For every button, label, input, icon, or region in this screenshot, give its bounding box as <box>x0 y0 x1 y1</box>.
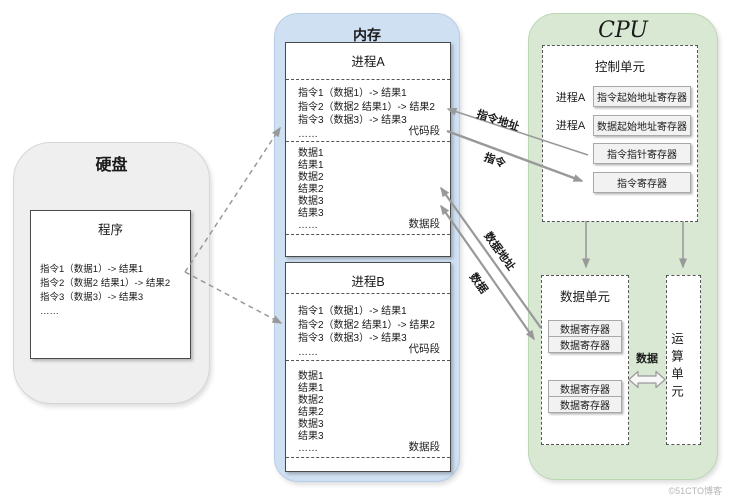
data-line: 数据3 <box>298 196 324 207</box>
instruction-label: 指令 <box>482 151 508 171</box>
code-line: 指令1（数据1）-> 结果1 <box>298 88 407 99</box>
register-row: 指令寄存器 <box>548 171 691 193</box>
program-line: …… <box>40 306 59 317</box>
data-line: 数据2 <box>298 172 324 183</box>
process-a-box: 进程A 指令1（数据1）-> 结果1 指令2（数据2 结果1）-> 结果2 指令… <box>285 42 451 257</box>
data-segment-label: 数据段 <box>408 218 441 230</box>
data-line: 数据3 <box>298 419 324 430</box>
data-register: 数据寄存器 <box>548 336 622 353</box>
instruction-register: 指令寄存器 <box>593 171 691 193</box>
code-line: …… <box>298 346 318 358</box>
data-line: …… <box>298 443 318 454</box>
alu-box: 运算单元 <box>666 275 701 445</box>
data-label-diagonal: 数据 <box>466 271 490 297</box>
data-register: 数据寄存器 <box>548 380 622 397</box>
data-line: 结果1 <box>298 160 324 171</box>
code-line: 指令2（数据2 结果1）-> 结果2 <box>298 319 435 331</box>
data-register-group: 数据寄存器 数据寄存器 <box>548 380 622 413</box>
register-row: 进程A 数据起始地址寄存器 <box>548 114 691 136</box>
data-segment-label: 数据段 <box>408 441 441 453</box>
process-a-data-segment: 数据1 结果1 数据2 结果2 数据3 结果3 …… <box>298 148 324 232</box>
data-address-label: 数据地址 <box>481 230 517 273</box>
data-line: 结果2 <box>298 184 324 195</box>
instruction-address-label: 指令地址 <box>474 108 521 134</box>
instruction-start-address-register: 指令起始地址寄存器 <box>593 86 691 107</box>
control-unit-title: 控制单元 <box>594 60 645 74</box>
divider <box>286 141 450 142</box>
program-line: 指令1（数据1）-> 结果1 <box>40 264 144 275</box>
program-line: 指令2（数据2 结果1）-> 结果2 <box>40 278 171 289</box>
code-line: 指令2（数据2 结果1）-> 结果2 <box>298 101 435 113</box>
harddisk-title: 硬盘 <box>95 157 128 174</box>
process-b-box: 进程B 指令1（数据1）-> 结果1 指令2（数据2 结果1）-> 结果2 指令… <box>285 262 451 472</box>
data-line: 数据1 <box>298 148 324 159</box>
process-a-code-segment: 指令1（数据1）-> 结果1 指令2（数据2 结果1）-> 结果2 指令3（数据… <box>298 87 435 141</box>
data-register: 数据寄存器 <box>548 396 622 413</box>
process-a-label: 进程A <box>555 120 586 132</box>
alu-title: 运算单元 <box>669 332 683 402</box>
data-bus-label: 数据 <box>636 353 658 365</box>
register-row: 进程A 指令起始地址寄存器 <box>548 86 691 107</box>
memory-title: 内存 <box>353 27 381 43</box>
program-box: 程序 指令1（数据1）-> 结果1 指令2（数据2 结果1）-> 结果2 指令3… <box>30 210 191 359</box>
data-unit-box: 数据单元 数据寄存器 数据寄存器 数据寄存器 数据寄存器 <box>541 275 629 445</box>
control-unit-box: 控制单元 进程A 指令起始地址寄存器 进程A 数据起始地址寄存器 指令指针寄存器… <box>542 45 698 222</box>
data-line: …… <box>298 220 318 231</box>
divider <box>286 360 450 361</box>
program-line: 指令3（数据3）-> 结果3 <box>40 292 144 303</box>
process-b-title: 进程B <box>351 275 385 289</box>
program-title: 程序 <box>97 223 123 237</box>
divider <box>286 79 450 80</box>
process-a-title: 进程A <box>351 55 385 69</box>
code-line: …… <box>298 128 318 140</box>
data-line: 数据1 <box>298 371 324 382</box>
data-line: 数据2 <box>298 395 324 406</box>
data-unit-title: 数据单元 <box>559 290 610 304</box>
divider <box>286 234 450 235</box>
cpu-title: CPU <box>598 18 648 43</box>
data-line: 结果3 <box>298 431 324 442</box>
control-unit-registers: 进程A 指令起始地址寄存器 进程A 数据起始地址寄存器 指令指针寄存器 指令寄存… <box>548 86 691 200</box>
register-row: 指令指针寄存器 <box>548 143 691 164</box>
code-line: 指令3（数据3）-> 结果3 <box>298 115 407 126</box>
watermark: ©51CTO博客 <box>668 486 722 496</box>
process-b-code-segment: 指令1（数据1）-> 结果1 指令2（数据2 结果1）-> 结果2 指令3（数据… <box>298 305 435 359</box>
data-line: 结果3 <box>298 208 324 219</box>
instruction-pointer-register: 指令指针寄存器 <box>593 143 691 164</box>
data-register: 数据寄存器 <box>548 320 622 337</box>
data-register-group: 数据寄存器 数据寄存器 <box>548 320 622 353</box>
code-segment-label: 代码段 <box>408 343 441 355</box>
data-line: 结果1 <box>298 383 324 394</box>
divider <box>286 457 450 458</box>
data-line: 结果2 <box>298 407 324 418</box>
program-lines: 指令1（数据1）-> 结果1 指令2（数据2 结果1）-> 结果2 指令3（数据… <box>40 263 170 319</box>
process-b-data-segment: 数据1 结果1 数据2 结果2 数据3 结果3 …… <box>298 371 324 455</box>
process-a-label: 进程A <box>555 91 586 104</box>
data-start-address-register: 数据起始地址寄存器 <box>593 114 691 136</box>
divider <box>286 293 450 294</box>
code-line: 指令3（数据3）-> 结果3 <box>298 333 407 344</box>
code-segment-label: 代码段 <box>408 125 441 137</box>
code-line: 指令1（数据1）-> 结果1 <box>298 306 407 317</box>
